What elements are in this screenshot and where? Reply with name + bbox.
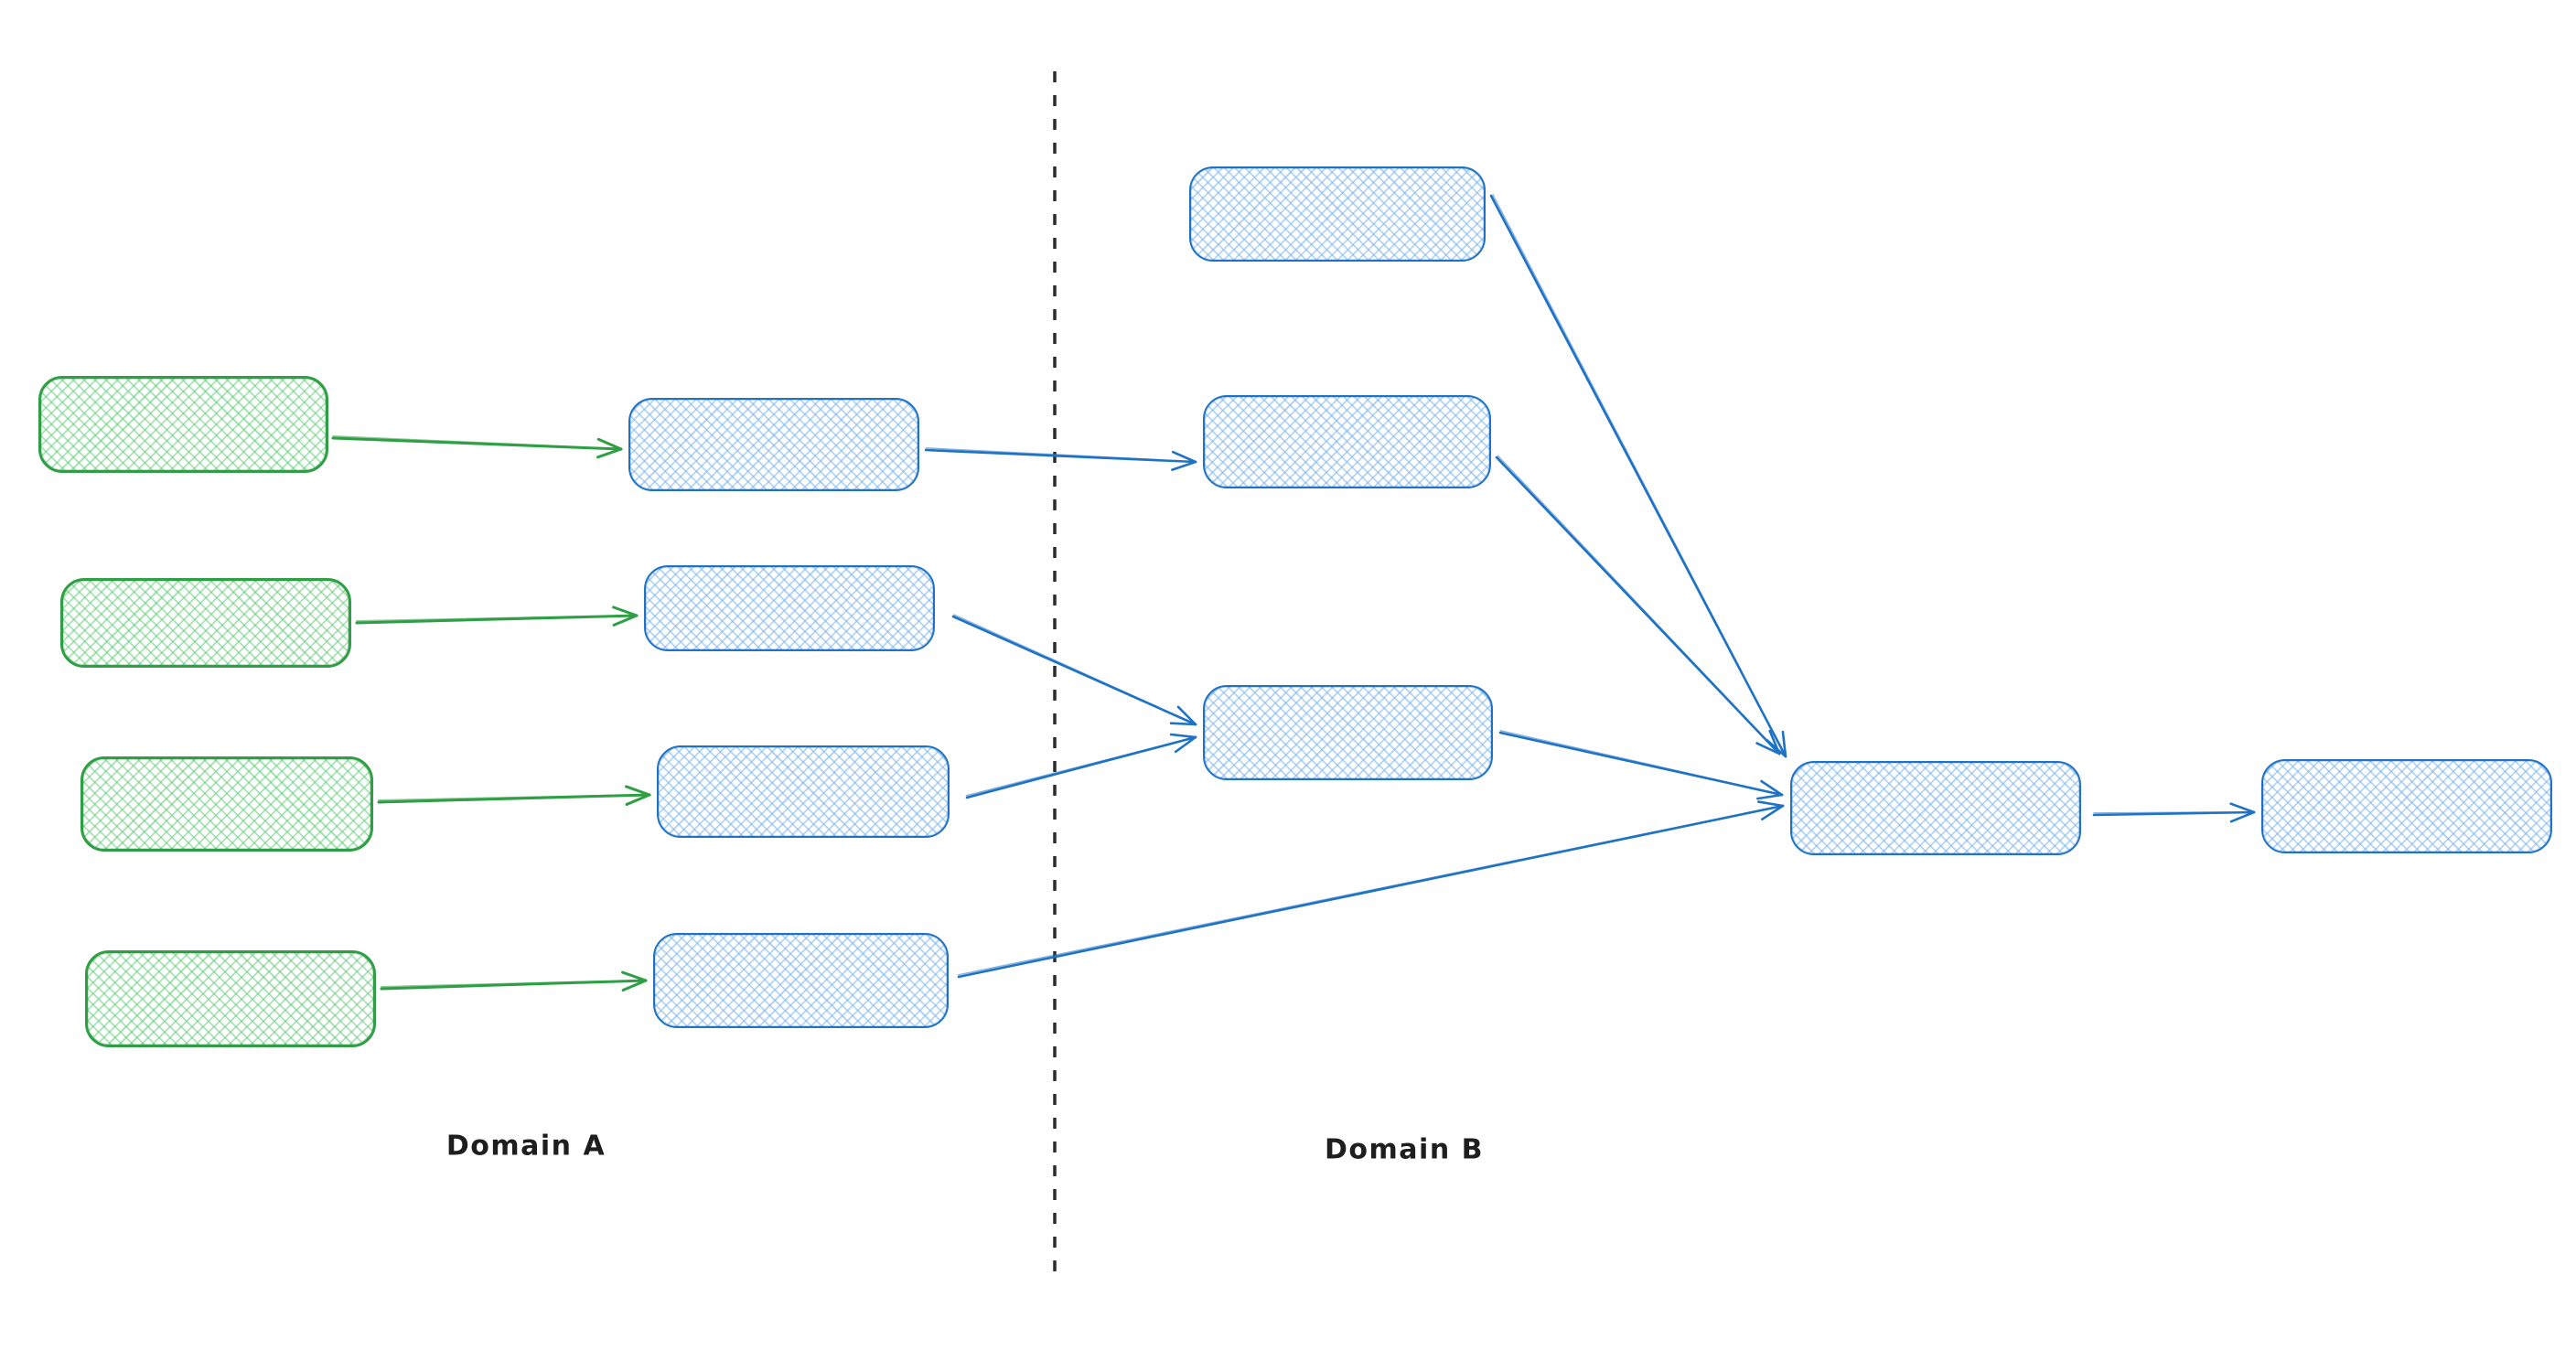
node-green-1[interactable] [38,376,328,473]
domain-b-label: Domain B [1325,1133,1484,1166]
node-green-2[interactable] [60,578,351,668]
arrow-green4-bluea4[interactable] [380,970,648,992]
arrow-bluea2-blueb3[interactable] [951,614,1197,726]
arrow-green2-bluea2[interactable] [355,606,639,627]
node-output[interactable] [2261,759,2552,853]
node-merge[interactable] [1790,761,2081,855]
node-blue-a1[interactable] [628,398,919,491]
node-blue-a4[interactable] [653,933,949,1028]
arrow-blueb3-merge[interactable] [1498,730,1784,800]
node-green-3[interactable] [80,756,373,852]
arrow-green1-bluea1[interactable] [331,434,623,459]
domain-a-label: Domain A [445,1130,606,1163]
arrow-bluea3-blueb3[interactable] [965,733,1197,799]
node-blue-a3[interactable] [657,745,950,838]
node-blue-b2[interactable] [1203,395,1491,488]
node-blue-b1[interactable] [1189,166,1486,262]
node-blue-b3[interactable] [1203,685,1493,780]
arrow-blueb2-merge[interactable] [1495,455,1781,756]
arrow-blueb1-merge[interactable] [1489,194,1787,758]
node-green-4[interactable] [85,950,376,1047]
arrow-green3-bluea3[interactable] [377,785,651,806]
node-blue-a2[interactable] [644,565,935,651]
arrow-bluea4-merge[interactable] [957,800,1785,979]
arrow-bluea1-blueb2[interactable] [924,447,1197,471]
arrow-merge-output[interactable] [2092,802,2256,823]
